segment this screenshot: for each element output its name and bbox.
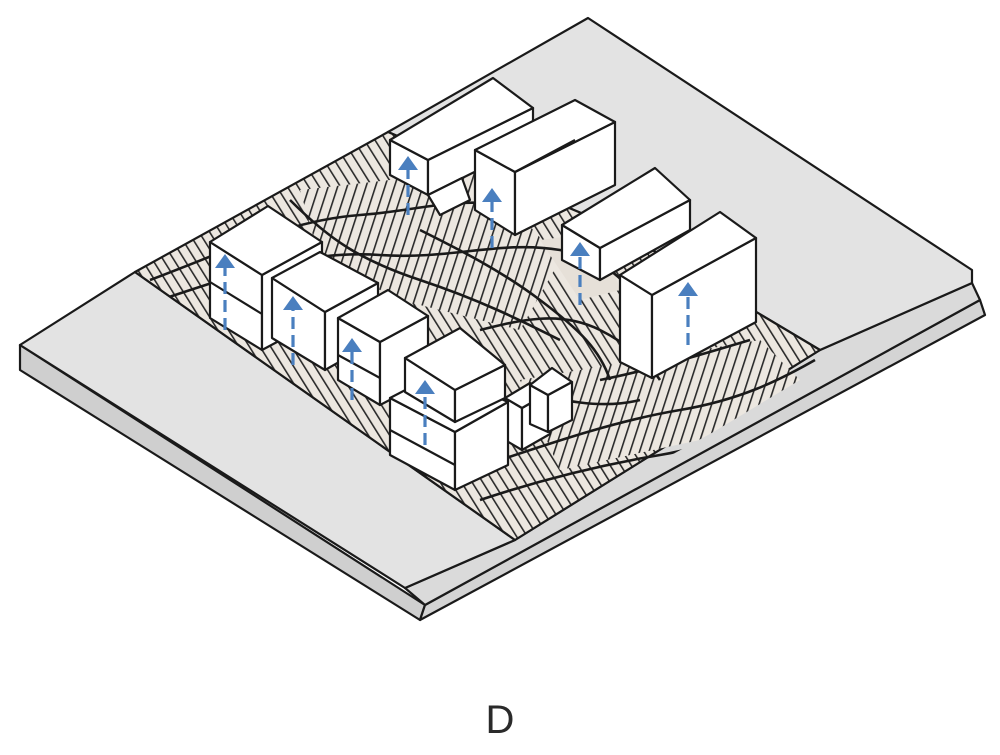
arrow-up-icon — [283, 296, 303, 365]
arrow-up-icon — [570, 242, 590, 305]
building-blocks — [208, 76, 758, 492]
arrow-up-icon — [415, 380, 435, 445]
arrow-up-icon — [482, 188, 502, 248]
arrow-up-icon — [342, 338, 362, 400]
building-front — [388, 326, 510, 492]
arrow-up-icon — [398, 156, 418, 215]
figure-caption: D — [485, 698, 515, 742]
arrow-up-icon — [678, 282, 698, 345]
arrow-up-icon — [215, 254, 235, 330]
building-small — [503, 366, 574, 452]
growth-arrows — [215, 156, 698, 445]
building-tower — [618, 210, 758, 380]
site-base — [18, 16, 987, 622]
